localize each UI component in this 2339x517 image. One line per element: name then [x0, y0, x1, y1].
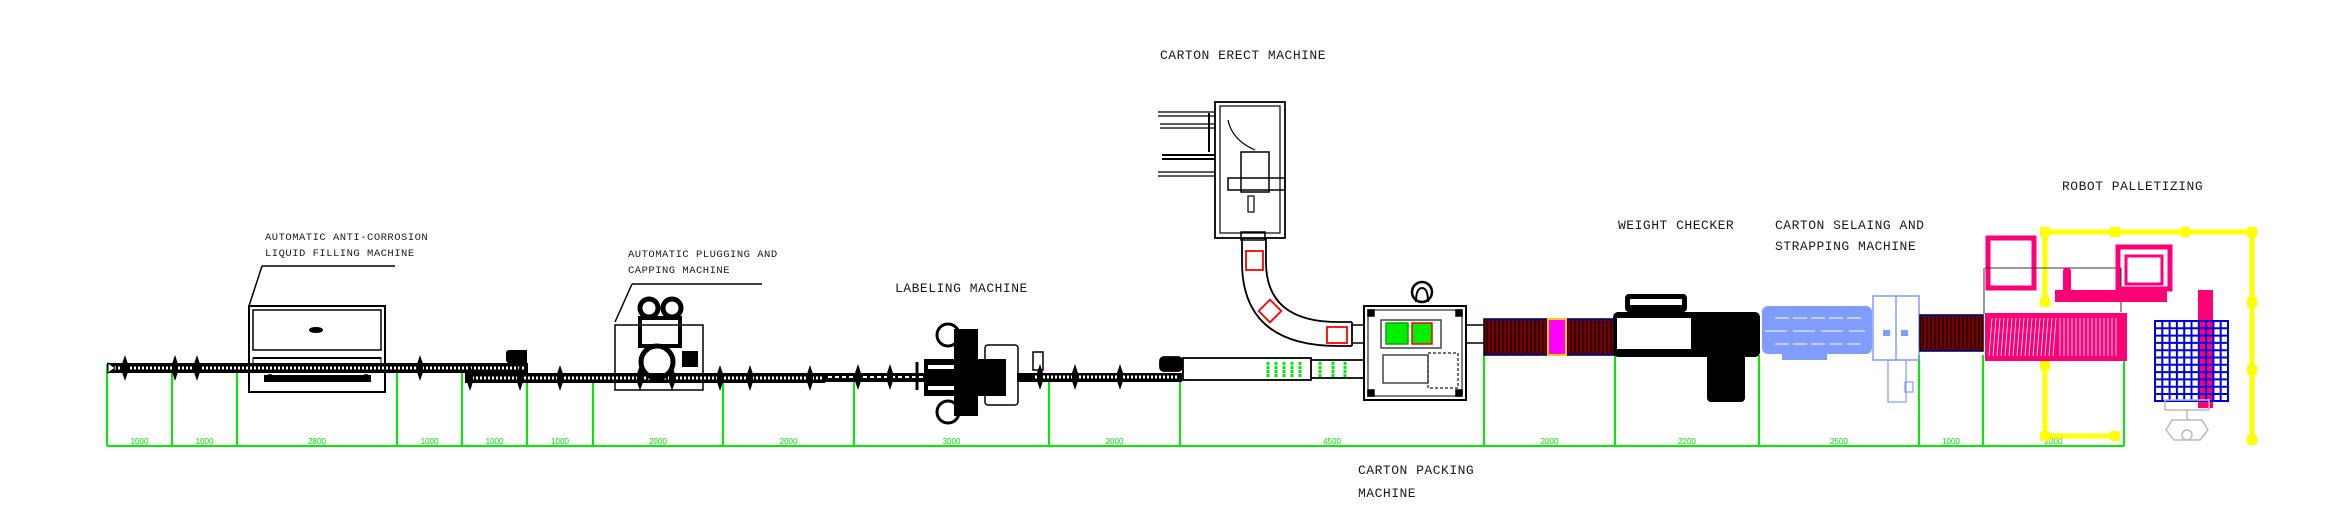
carton-packing-label-line-2: MACHINE [1358, 486, 1416, 501]
pallet-conveyor-slat [1992, 317, 1997, 357]
dimension-label: 1000 [1942, 437, 1960, 446]
pallet-conveyor-slat [2040, 317, 2045, 357]
sealing-machine-label-line-2: STRAPPING MACHINE [1775, 239, 1916, 254]
carton-packing-machine [1352, 280, 1484, 401]
fence-post [2110, 431, 2120, 441]
dimension-label: 1000 [486, 437, 504, 446]
dimension-label: 2000 [1106, 437, 1124, 446]
fence-post [2247, 227, 2257, 237]
capping-machine [614, 283, 762, 391]
dimension-label: 1000 [196, 437, 214, 446]
robot-palletizing-label: ROBOT PALLETIZING [2062, 179, 2203, 194]
sealing-strapping-machine [1762, 295, 1920, 403]
guide-post [747, 365, 753, 391]
pallet-grid [2154, 320, 2229, 402]
dimension-label: 2000 [649, 437, 667, 446]
guide-post [122, 355, 128, 381]
pallet-conveyor-slat [2044, 317, 2049, 357]
conveyor-segment-3 [825, 373, 1182, 382]
pallet-conveyor-slat [2012, 317, 2017, 357]
dimension-label: 2200 [1678, 437, 1696, 446]
filling-machine [248, 265, 395, 393]
guide-post [467, 365, 473, 391]
dimension-chain [106, 350, 2125, 447]
guide-post [1117, 364, 1123, 390]
safety-fence [2040, 227, 2257, 445]
pallet-conveyor-slat [2000, 317, 2005, 357]
dimension-label: 2000 [2045, 437, 2063, 446]
carton-markers [1245, 250, 1348, 344]
packing-infeed-conveyor [1159, 356, 1364, 381]
dimension-label: 1000 [131, 437, 149, 446]
conveyor-motor-icon [506, 350, 527, 363]
guide-post [172, 355, 178, 381]
pallet-conveyor-slat [2048, 317, 2053, 357]
carton-marker [1257, 298, 1283, 324]
fence-post [2040, 431, 2050, 441]
carton-packing-label-line-1: CARTON PACKING [1358, 463, 1474, 478]
conveyor-segment-1 [107, 362, 528, 374]
conveyor-guide-posts [122, 355, 1123, 391]
guide-post [517, 365, 523, 391]
guide-post [1037, 364, 1043, 390]
dimension-label: 2800 [308, 437, 326, 446]
filling-machine-label-line-2: LIQUID FILLING MACHINE [265, 248, 415, 260]
pallet-conveyor-slat [2036, 317, 2041, 357]
guide-post [807, 365, 813, 391]
pallet-conveyor-slat [2016, 317, 2021, 357]
dimension-label: 1000 [551, 437, 569, 446]
guide-post [557, 365, 563, 391]
guide-post [887, 364, 893, 390]
labeling-machine-label: LABELING MACHINE [895, 281, 1028, 296]
dimension-labels: 1000 1000 2800 1000 1000 1000 2000 2000 3000 2000… [131, 437, 2063, 446]
filling-machine-label-line-1: AUTOMATIC ANTI-CORROSION [265, 232, 428, 244]
bottle-markers [1266, 362, 1347, 378]
carton-erect-machine [1158, 101, 1286, 241]
pallet-conveyor-slat [2028, 317, 2033, 357]
fence-post [2040, 297, 2050, 307]
guide-post [417, 355, 423, 381]
guide-post [717, 365, 723, 391]
roller-conveyor-1 [1483, 318, 1616, 356]
dimension-label: 1000 [421, 437, 439, 446]
carton-marker [1326, 326, 1348, 344]
dimension-label: 2500 [1830, 437, 1848, 446]
pallet-conveyor-slat [2004, 317, 2009, 357]
pallet-conveyor-slat [2008, 317, 2013, 357]
fence-post [2247, 297, 2257, 307]
guide-post [855, 364, 861, 390]
pallet-conveyor-slat [1996, 317, 2001, 357]
dimension-label: 2000 [1541, 437, 1559, 446]
guide-post [194, 355, 200, 381]
dimension-label: 2000 [780, 437, 798, 446]
capping-machine-label-line-1: AUTOMATIC PLUGGING AND [628, 249, 778, 261]
dimension-label: 4500 [1323, 437, 1341, 446]
pallet-conveyor-slat [2032, 317, 2037, 357]
fence-post [2110, 227, 2120, 237]
carton-marker [1245, 250, 1264, 271]
pallet-conveyor-slat [2052, 317, 2057, 357]
dimension-ticks [106, 350, 2125, 446]
carton-chute [1241, 238, 1353, 347]
dimension-label: 3000 [943, 437, 961, 446]
fence-post [2180, 227, 2190, 237]
conveyor-segment-2 [465, 373, 825, 383]
roller-conveyor-2 [1919, 314, 1984, 352]
robot-palletizing-cell [1983, 227, 2257, 445]
fence-post [2040, 360, 2050, 370]
pallet-conveyor-slat [2024, 317, 2029, 357]
fence-post [2247, 365, 2257, 375]
pallet-conveyor-slat [1988, 317, 1993, 357]
fence-post [2247, 435, 2257, 445]
fence-post [2040, 227, 2050, 237]
pallet-conveyor-slat [2020, 317, 2025, 357]
weight-checker-label: WEIGHT CHECKER [1618, 218, 1734, 233]
robot-base-icon [2164, 399, 2210, 441]
carton-erect-machine-label: CARTON ERECT MACHINE [1160, 48, 1326, 63]
sealing-machine-label-line-1: CARTON SELAING AND [1775, 218, 1924, 233]
guide-post [1072, 364, 1078, 390]
capping-machine-label-line-2: CAPPING MACHINE [628, 265, 730, 277]
weight-checker [1613, 294, 1760, 402]
labeling-machine [915, 322, 1044, 425]
